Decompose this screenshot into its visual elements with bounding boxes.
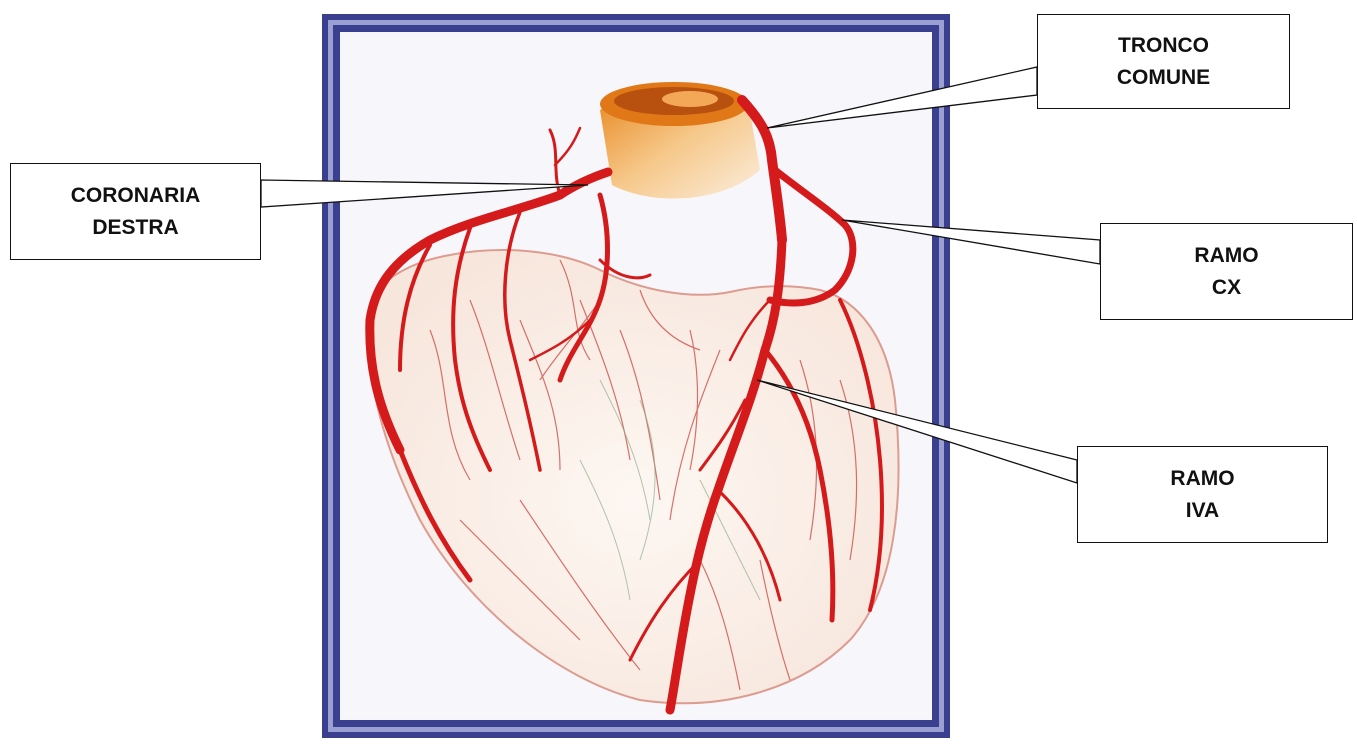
- label-coronaria-destra: CORONARIA DESTRA: [10, 163, 261, 260]
- label-tronco-comune-line1: TRONCO: [1118, 30, 1209, 62]
- label-tronco-comune-line2: COMUNE: [1117, 62, 1210, 94]
- label-ramo-cx-line2: CX: [1212, 272, 1241, 304]
- label-coronaria-destra-line2: DESTRA: [92, 212, 178, 244]
- label-ramo-iva-line1: RAMO: [1170, 463, 1234, 495]
- label-ramo-cx: RAMO CX: [1100, 223, 1353, 320]
- label-tronco-comune: TRONCO COMUNE: [1037, 14, 1290, 109]
- label-ramo-iva-line2: IVA: [1186, 495, 1219, 527]
- label-ramo-iva: RAMO IVA: [1077, 446, 1328, 543]
- aorta: [600, 82, 760, 199]
- label-coronaria-destra-line1: CORONARIA: [71, 180, 201, 212]
- label-ramo-cx-line1: RAMO: [1194, 240, 1258, 272]
